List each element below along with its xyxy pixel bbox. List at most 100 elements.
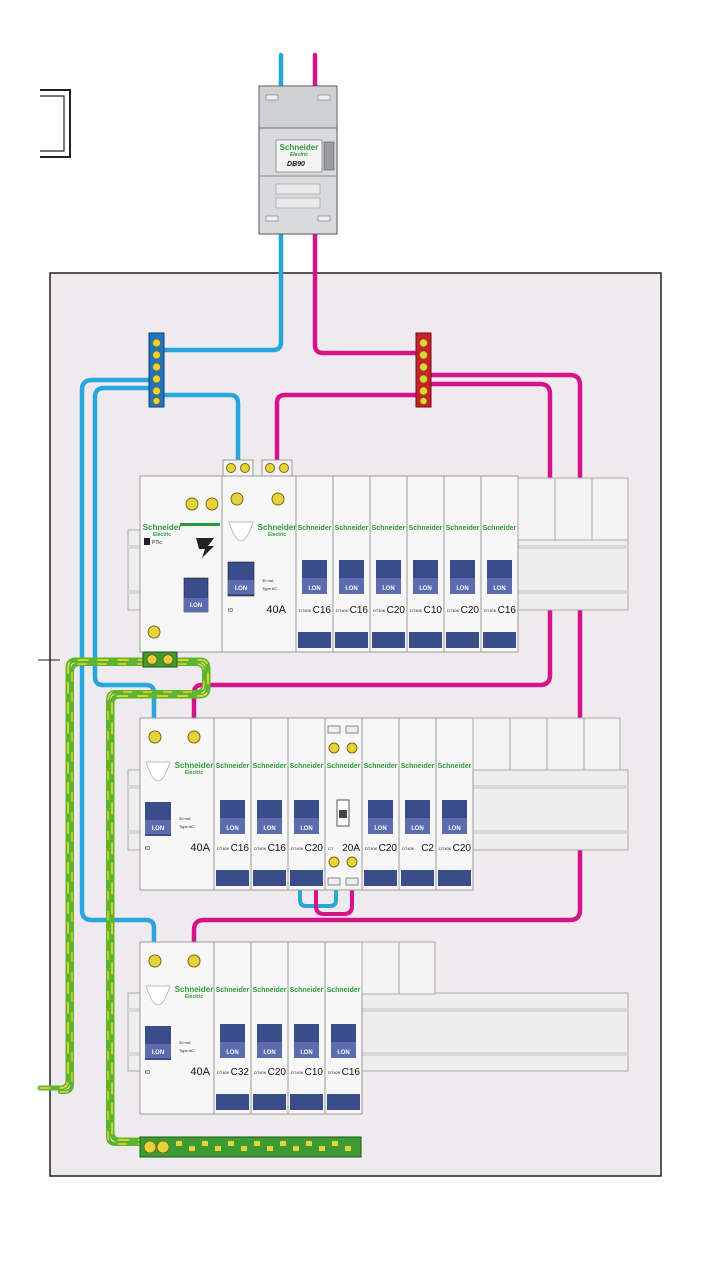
rcd1-brand: Schneider [258,523,297,532]
mcb-r2-6-prefix: DT40K [439,846,452,851]
row1-blank-covers [517,477,629,541]
phase-long-1 [191,372,583,953]
mcb-r3-2-switch: I.ON [263,1050,275,1056]
ptic-brand: Schneider [143,523,182,532]
mcb-r3-4-prefix: DT40K [328,1070,341,1075]
rcd2-switch-label: I.ON [152,826,164,832]
mcb-r1-2-switch: I.ON [345,586,357,592]
mcb-r3-3-rating: C10 [305,1067,324,1078]
mcb-r2-6-switch: I.ON [448,826,460,832]
mcb-r2-6-rating: C20 [453,843,472,854]
mcb-r2-4-rating: C20 [379,843,398,854]
ct-brand: Schneider [327,763,361,770]
rcd1-rating: 40A [266,604,286,616]
neutral-busbar [148,332,165,408]
mcb-r1-5-brand: Schneider [446,525,480,532]
mcb-r1-3-brand: Schneider [372,525,406,532]
mcb-r2-2-prefix: DT40K [254,846,267,851]
mcb-r1-4-rating: C10 [424,605,443,616]
mcb-r2-5-prefix: DT40K [402,846,415,851]
mcb-r3-3-prefix: DT40K [291,1070,304,1075]
mcb-r2-1-rating: C16 [231,843,250,854]
db90-model: DB90 [287,161,305,168]
phase-wire-main [312,229,425,356]
rcd3-switch-label: I.ON [152,1050,164,1056]
row3-blank-covers [361,941,436,995]
ct-rating: 20A [342,843,360,854]
mcb-r1-2-prefix: DT40K [336,608,349,613]
mcb-r2-1-brand: Schneider [216,763,250,770]
contactor-ct: Schneider CT 20A [324,717,363,891]
mcb-r3-2-brand: Schneider [253,987,287,994]
mcb-r2-4-brand: Schneider [364,763,398,770]
mcb-r1-6-rating: C16 [498,605,517,616]
left-bracket [40,89,71,158]
mcb-r1-5-rating: C20 [461,605,480,616]
mcb-r2-3-prefix: DT40K [291,846,304,851]
mcb-r1-3-rating: C20 [387,605,406,616]
mcb-r2-4-switch: I.ON [374,826,386,832]
mcb-r1-6-prefix: DT40K [484,608,497,613]
rcd2-rating: 40A [190,842,210,854]
mcb-r2-2-switch: I.ON [263,826,275,832]
mcb-r1-1-switch: I.ON [308,586,320,592]
neutral-long-1 [79,377,163,953]
mcb-r1-1-prefix: DT40K [299,608,312,613]
mcb-r1-1-brand: Schneider [298,525,332,532]
mcb-r3-1-switch: I.ON [226,1050,238,1056]
mcb-r1-3-prefix: DT40K [373,608,386,613]
rcd3-sensitivity: 30 mA [179,1040,191,1045]
rcd1-switch-label: I.ON [235,586,247,592]
db90-sub-brand: Electric [290,152,308,158]
mcb-r2-3-brand: Schneider [290,763,324,770]
rcd2-brand: Schneider [175,761,214,770]
mcb-r3-4-switch: I.ON [337,1050,349,1056]
mcb-r3-4-rating: C16 [342,1067,361,1078]
phase-long-2 [191,381,553,728]
ct-prefix: CT [328,846,334,851]
surge-protector-ptic: Schneider Electric PTic I.ON [139,475,223,653]
rcd3-prefix: ID [145,1070,150,1076]
mcb-r3-1-brand: Schneider [216,987,250,994]
mcb-r1-6-brand: Schneider [483,525,517,532]
mcb-r3-4-brand: Schneider [327,987,361,994]
rcd1-prefix: ID [228,608,233,614]
neutral-long-2 [92,385,163,728]
rcd-row-3: Schneider Electric I.ON 30 mA Type AC ID… [139,941,215,1115]
wires [37,52,583,1146]
mcb-r3-3-brand: Schneider [290,987,324,994]
mcb-r3-3-switch: I.ON [300,1050,312,1056]
rcd1-sub-brand: Electric [268,532,286,538]
rcd2-sensitivity: 30 mA [179,816,191,821]
mcb-r1-2-brand: Schneider [335,525,369,532]
mcb-r1-3-switch: I.ON [382,586,394,592]
mcb-r2-1-switch: I.ON [226,826,238,832]
mcb-r3-1-rating: C32 [231,1067,250,1078]
ptic-switch-label: I.ON [190,603,202,609]
mcb-r2-2-rating: C16 [268,843,287,854]
row1-top-terminals [222,459,293,477]
rcd3-rating: 40A [190,1066,210,1078]
mcb-r2-4-prefix: DT40K [365,846,378,851]
row2-blank-covers [472,717,621,771]
mcb-r2-1-prefix: DT40K [217,846,230,851]
earth-wire-2 [58,662,206,1146]
rcd3-sub-brand: Electric [185,994,203,1000]
mcb-r3-1-prefix: DT40K [217,1070,230,1075]
rcd-row-2: Schneider Electric I.ON 30 mA Type AC ID… [139,717,215,891]
rcd3-type: Type AC [179,1048,194,1053]
mcb-r3-2-prefix: DT40K [254,1070,267,1075]
